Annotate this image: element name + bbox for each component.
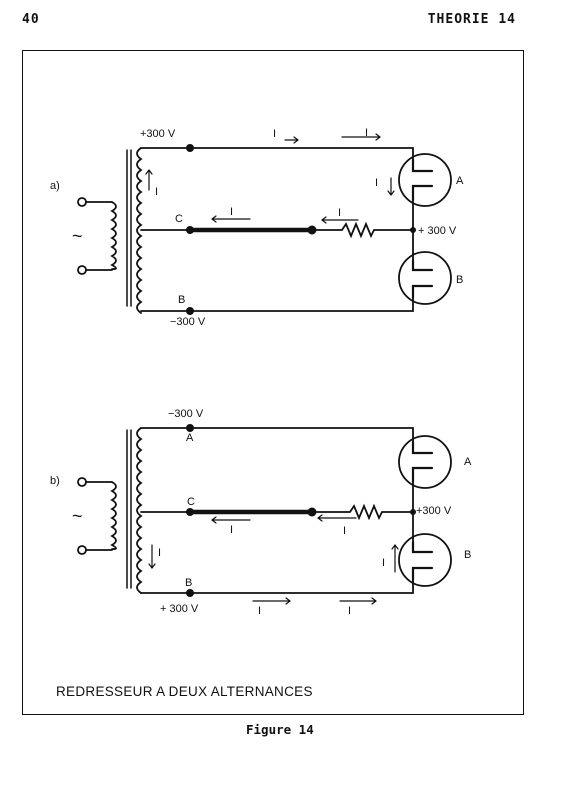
source-terminal-bottom xyxy=(77,265,87,275)
ac-source-symbol: ~ xyxy=(72,506,83,526)
label-tube-b: B xyxy=(464,549,471,561)
label-top-voltage: +300 V xyxy=(140,128,176,140)
current-label-4: I xyxy=(382,557,385,569)
current-label-5: I xyxy=(258,605,261,617)
resistor xyxy=(311,221,414,239)
label-tube-b: B xyxy=(456,274,463,286)
wire-top xyxy=(140,147,414,161)
node-b xyxy=(186,589,194,597)
label-tube-a: A xyxy=(456,175,464,187)
node-b xyxy=(186,307,194,315)
wire-top xyxy=(140,427,414,443)
primary-winding xyxy=(110,481,117,550)
current-arrows-a xyxy=(145,133,395,224)
label-bottom-voltage: + 300 V xyxy=(160,603,199,615)
node-a xyxy=(186,424,194,432)
secondary-winding xyxy=(136,147,143,314)
node-output xyxy=(410,509,416,515)
tube-a xyxy=(398,435,452,489)
tube-b xyxy=(398,533,452,587)
figure-caption: REDRESSEUR A DEUX ALTERNANCES xyxy=(56,684,313,699)
current-label-1: I xyxy=(230,524,233,536)
node-output xyxy=(410,227,416,233)
label-tube-a: A xyxy=(464,456,472,468)
diagram-a-tag: a) xyxy=(50,180,60,192)
node-c xyxy=(186,508,194,516)
label-top-voltage: −300 V xyxy=(168,408,204,420)
current-label-3: I xyxy=(155,186,158,198)
label-a: A xyxy=(186,432,194,444)
node-load xyxy=(307,507,317,517)
label-b: B xyxy=(178,294,185,306)
section-title: THEORIE 14 xyxy=(427,12,516,27)
current-label-3: I xyxy=(158,547,161,559)
node-c xyxy=(186,226,194,234)
tube-b xyxy=(398,251,452,305)
current-label-6: I xyxy=(348,605,351,617)
primary-winding xyxy=(110,201,117,270)
source-terminal-top xyxy=(77,197,87,207)
primary-leads xyxy=(85,201,113,271)
label-bottom-voltage: −300 V xyxy=(170,316,206,328)
current-arrows-b xyxy=(148,514,399,605)
node-top xyxy=(186,144,194,152)
current-label-6: I xyxy=(338,207,341,219)
current-label-4: I xyxy=(375,177,378,189)
diagram-a: a) ~ xyxy=(50,127,464,328)
label-b: B xyxy=(185,577,192,589)
wire-bottom xyxy=(140,579,414,594)
source-terminal-top xyxy=(77,477,87,487)
figure-label: Figure 14 xyxy=(246,722,314,737)
secondary-winding xyxy=(136,427,143,594)
current-label-5: I xyxy=(230,206,233,218)
source-terminal-bottom xyxy=(77,545,87,555)
wire-bottom xyxy=(140,297,414,312)
transformer-core xyxy=(126,429,132,589)
resistor xyxy=(311,503,414,521)
current-label-2: I xyxy=(365,127,368,139)
node-load xyxy=(307,225,317,235)
label-c: C xyxy=(187,496,195,508)
diagram-b: b) ~ −300 V A C xyxy=(50,408,472,617)
tube-a xyxy=(398,153,452,207)
diagram-b-tag: b) xyxy=(50,475,60,487)
figure-frame xyxy=(22,50,524,715)
label-output-voltage: + 300 V xyxy=(418,225,457,237)
ac-source-symbol: ~ xyxy=(72,226,83,246)
label-c: C xyxy=(175,213,183,225)
page-number: 40 xyxy=(22,12,40,27)
label-output-voltage: +300 V xyxy=(416,505,452,517)
current-label-1: I xyxy=(273,128,276,140)
current-label-2: I xyxy=(343,525,346,537)
primary-leads xyxy=(85,481,113,551)
transformer-core xyxy=(126,149,132,307)
